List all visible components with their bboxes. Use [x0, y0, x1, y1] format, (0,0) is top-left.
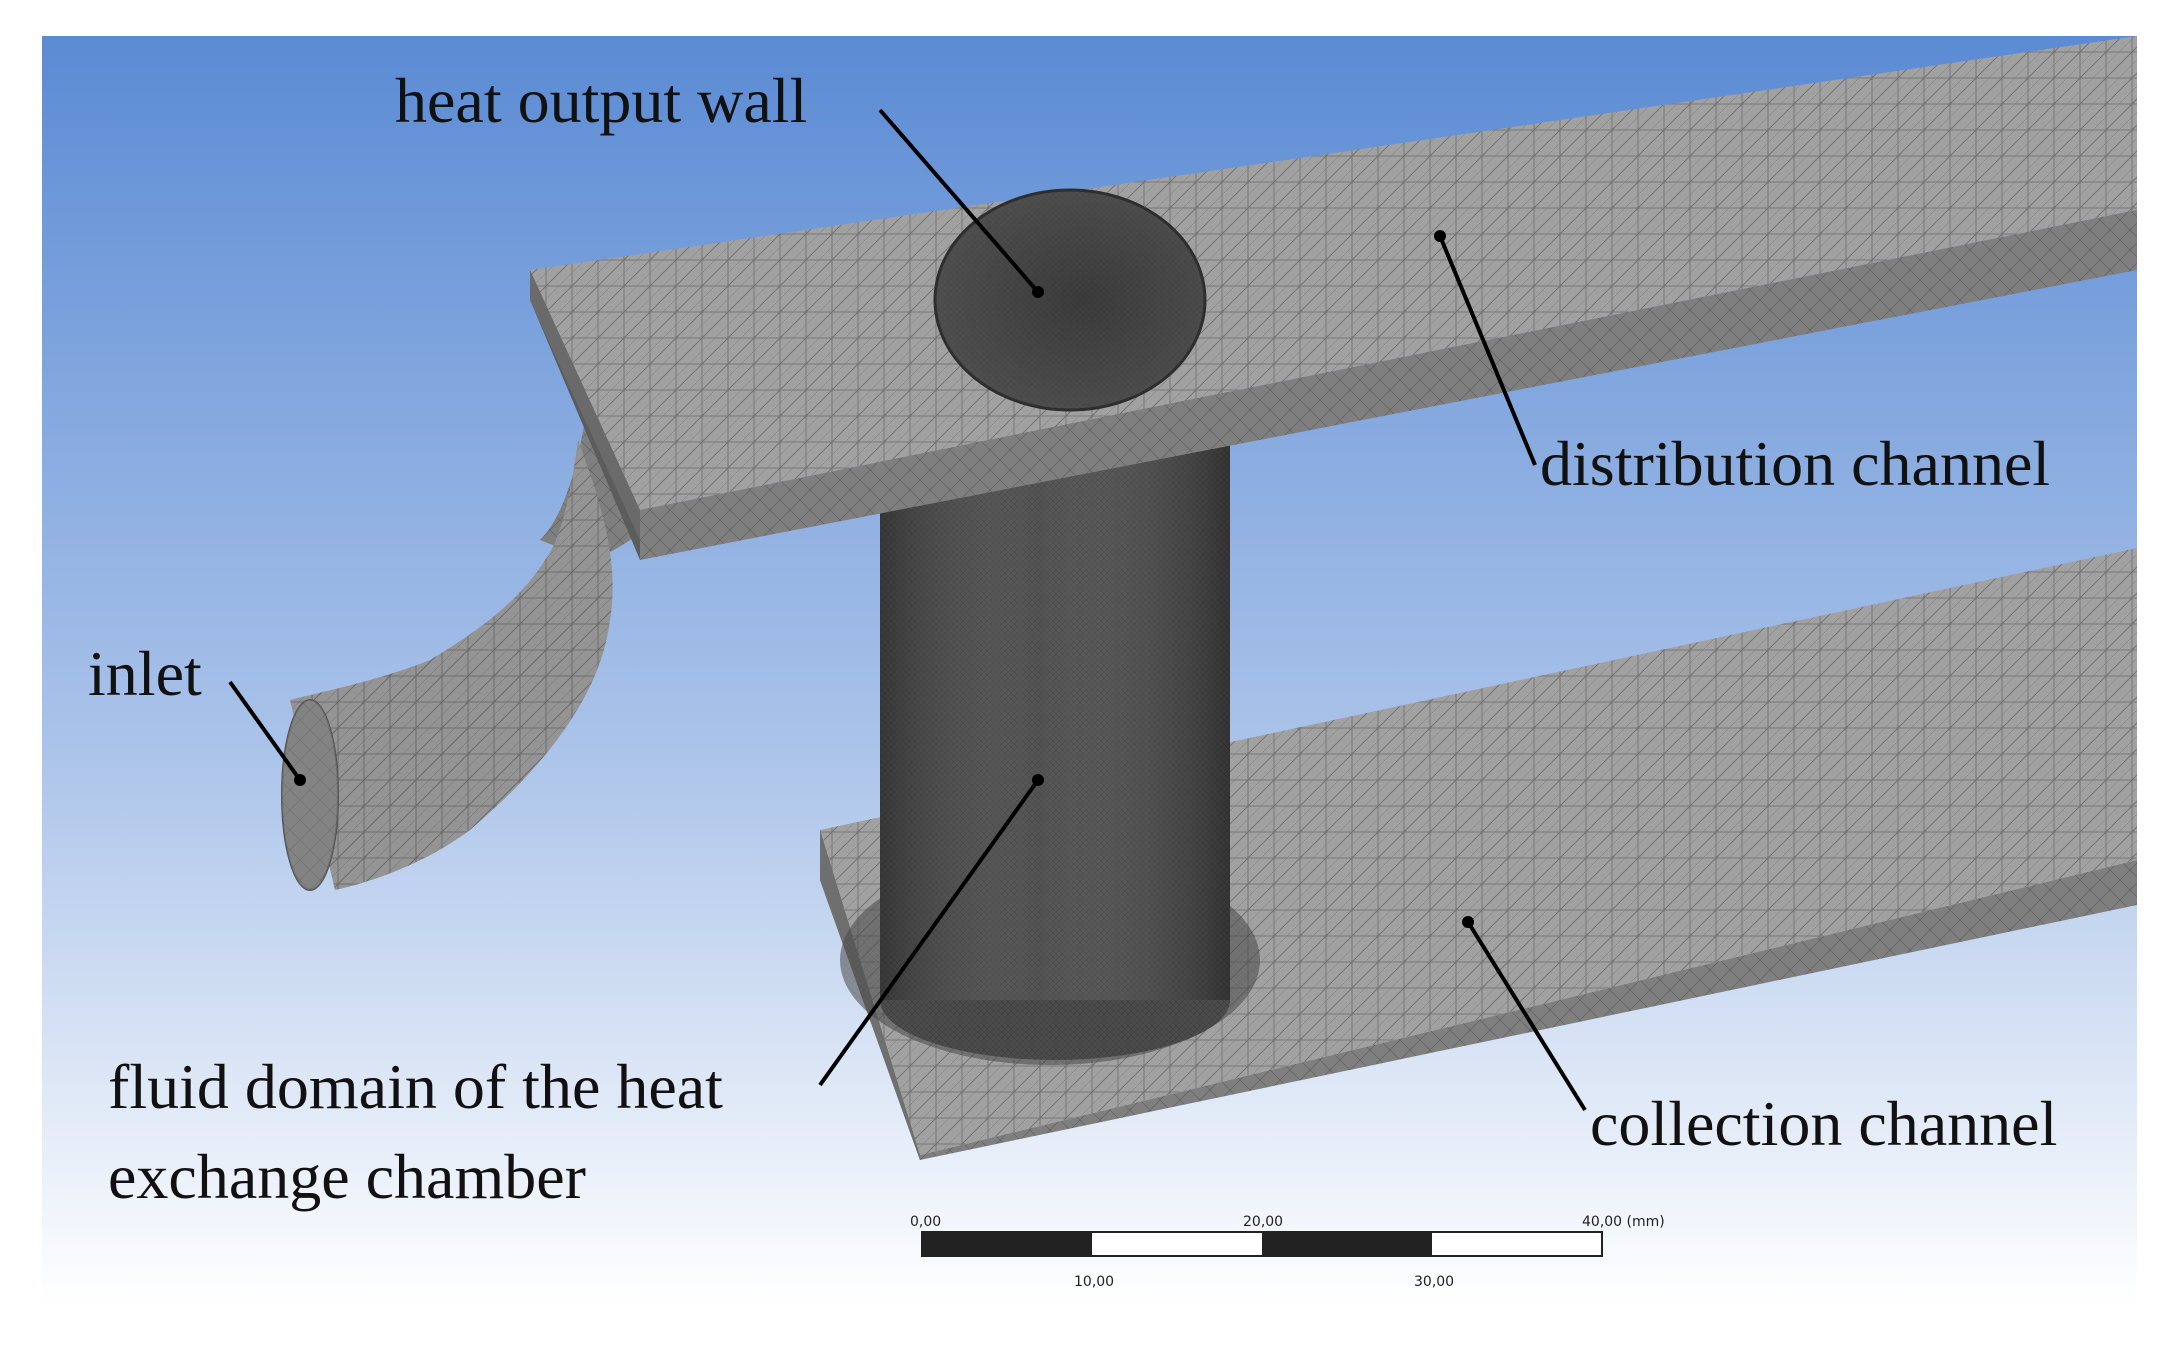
label-inlet: inlet [88, 638, 202, 709]
label-fluid-domain-line1: fluid domain of the heat [108, 1051, 723, 1122]
scale-tick-0: 0,00 [910, 1214, 941, 1230]
scale-tick-10: 10,00 [1074, 1274, 1114, 1290]
leader-dot [1462, 916, 1474, 928]
leader-heat-output-wall [878, 108, 1044, 298]
scale-segment [1432, 1232, 1602, 1256]
leader-dot [1032, 774, 1044, 786]
label-fluid-domain-line2: exchange chamber [108, 1141, 586, 1212]
leader-dot [294, 774, 306, 786]
leader-fluid-domain [818, 774, 1044, 1087]
leader-dot [1434, 230, 1446, 242]
scale-segment [1262, 1232, 1432, 1256]
scale-tick-40: 40,00 (mm) [1582, 1214, 1665, 1230]
leader-distribution-channel [1434, 230, 1537, 466]
scale-bar: 0,00 20,00 40,00 (mm) 10,00 30,00 [910, 1214, 1665, 1290]
scale-segment [922, 1232, 1092, 1256]
leader-dot [1032, 286, 1044, 298]
leader-inlet [228, 680, 306, 786]
inlet-pipe [281, 420, 655, 891]
distribution-channel-body [530, 36, 2137, 560]
label-collection-channel: collection channel [1590, 1088, 2057, 1159]
label-heat-output-wall: heat output wall [395, 65, 807, 136]
label-distribution-channel: distribution channel [1540, 428, 2050, 499]
scale-segment [1092, 1232, 1262, 1256]
leader-collection-channel [1462, 916, 1587, 1112]
scale-tick-30: 30,00 [1414, 1274, 1454, 1290]
scale-tick-20: 20,00 [1243, 1214, 1283, 1230]
